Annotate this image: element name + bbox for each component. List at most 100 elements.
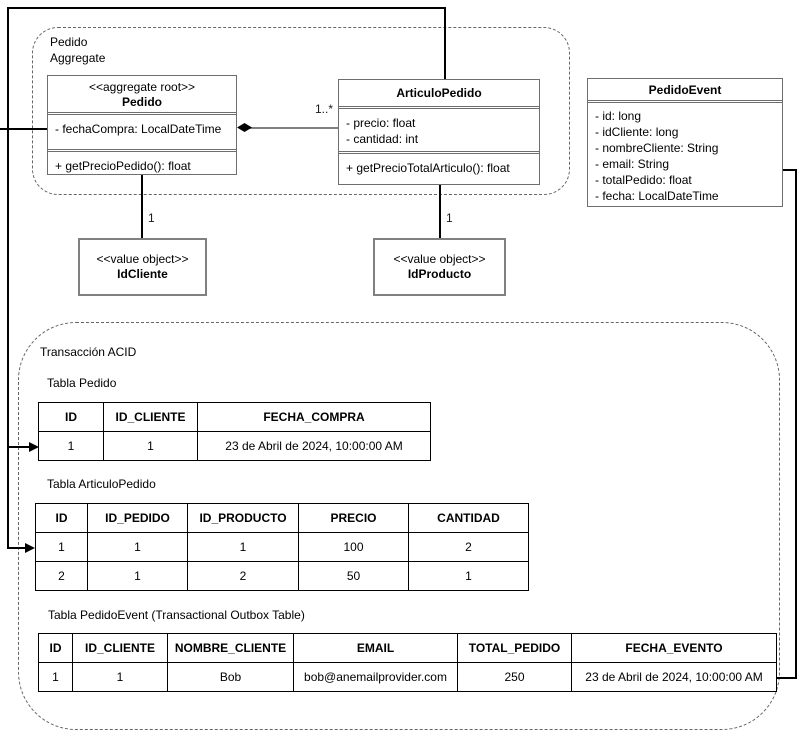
arrowhead-to-tabla-articulo-icon [25,543,35,553]
class-articulopedido-methods: + getPrecioTotalArticulo(): float [339,154,539,176]
divider [48,112,236,115]
class-pedido: <<aggregate root>> Pedido - fechaCompra:… [47,75,237,175]
cell: 23 de Abril de 2024, 10:00:00 AM [197,431,431,461]
cell: bob@anemailprovider.com [293,662,458,692]
composition-line [248,127,338,129]
valueobject-idcliente-name: IdCliente [117,267,168,281]
connector-to-tabla-pedido-segment [8,446,31,448]
cell: 1 [87,532,188,562]
attribute: - idCliente: long [595,125,679,139]
tabla-articulopedido-title: Tabla ArticuloPedido [47,477,156,491]
column-header: NOMBRE_CLIENTE [167,633,294,663]
cell: 2 [408,532,529,562]
class-articulopedido-attributes: - precio: float - cantidad: int [339,109,539,149]
composition-diamond-icon [237,123,252,132]
table-row: 1 1 1 100 2 [35,532,529,562]
table-header-row: ID ID_CLIENTE FECHA_COMPRA [38,402,431,432]
table-header-row: ID ID_PEDIDO ID_PRODUCTO PRECIO CANTIDAD [35,503,529,533]
tabla-pedidoevent: ID ID_CLIENTE NOMBRE_CLIENTE EMAIL TOTAL… [38,633,777,692]
pedidoevent-out-segment [783,169,797,171]
class-pedido-attributes: - fechaCompra: LocalDateTime [48,115,236,147]
connector-to-tabla-articulo-segment [8,547,26,549]
column-header: ID [35,503,88,533]
method: + getPrecioPedido(): float [55,159,191,173]
attribute: - email: String [595,157,670,171]
connector-left-vertical-segment [7,7,9,549]
class-pedido-name: Pedido [121,95,162,109]
pedido-aggregate-label-line1: Pedido [50,35,88,49]
column-header: FECHA_COMPRA [197,402,431,432]
attribute: - nombreCliente: String [595,141,719,155]
pedido-aggregate-boundary [32,27,570,195]
tabla-pedido: ID ID_CLIENTE FECHA_COMPRA 1 1 23 de Abr… [38,402,431,461]
divider [588,100,782,103]
cell: 250 [457,662,572,692]
class-pedidoevent-name: PedidoEvent [648,83,722,97]
cell: 1 [38,662,73,692]
cell: 1 [72,662,168,692]
multiplicity-idcliente: 1 [148,211,155,225]
method: + getPrecioTotalArticulo(): float [346,161,510,175]
class-articulopedido: ArticuloPedido - precio: float - cantida… [338,79,540,185]
cell: 1 [103,431,198,461]
column-header: PRECIO [298,503,409,533]
column-header: ID_CLIENTE [72,633,168,663]
column-header: ID_CLIENTE [103,402,198,432]
column-header: ID [38,633,73,663]
cell: Bob [167,662,294,692]
class-pedidoevent-header: PedidoEvent [588,79,782,98]
cell: 23 de Abril de 2024, 10:00:00 AM [571,662,777,692]
tabla-articulopedido: ID ID_PEDIDO ID_PRODUCTO PRECIO CANTIDAD… [35,503,529,591]
valueobject-idproducto-name: IdProducto [407,267,472,281]
column-header: TOTAL_PEDIDO [457,633,572,663]
class-pedido-header: <<aggregate root>> Pedido [48,76,236,110]
divider [48,149,236,152]
pedido-aggregate-label-line2: Aggregate [50,51,106,65]
tabla-pedido-title: Tabla Pedido [47,376,117,390]
cell: 1 [87,561,188,591]
class-pedido-methods: + getPrecioPedido(): float [48,152,236,174]
class-pedido-stereotype: <<aggregate root>> [88,80,196,94]
column-header: CANTIDAD [408,503,529,533]
cell: 2 [187,561,299,591]
pedido-idcliente-line [141,174,143,238]
valueobject-idcliente-stereotype: <<value object>> [96,252,189,266]
column-header: ID_PRODUCTO [187,503,299,533]
multiplicity-idproducto: 1 [446,211,453,225]
valueobject-idproducto: <<value object>> IdProducto [373,238,506,296]
column-header: ID [38,402,104,432]
class-articulopedido-name: ArticuloPedido [396,86,482,100]
valueobject-idcliente: <<value object>> IdCliente [78,238,207,296]
attribute: - id: long [595,109,642,123]
table-header-row: ID ID_CLIENTE NOMBRE_CLIENTE EMAIL TOTAL… [38,633,777,663]
multiplicity-one-to-many: 1..* [314,102,333,116]
class-articulopedido-header: ArticuloPedido [339,80,539,101]
acid-transaction-label: Transacción ACID [40,345,137,359]
valueobject-idproducto-stereotype: <<value object>> [393,252,486,266]
acid-transaction-boundary [18,322,780,730]
pedido-aggregate-label: Pedido Aggregate [50,34,105,66]
class-pedidoevent-attributes: - id: long - idCliente: long - nombreCli… [588,103,782,204]
cell: 2 [35,561,88,591]
column-header: FECHA_EVENTO [571,633,777,663]
cell: 50 [298,561,409,591]
attribute: - cantidad: int [346,132,419,146]
table-row: 2 1 2 50 1 [35,561,529,591]
connector-top-horizontal-segment [8,7,446,9]
cell: 1 [38,431,104,461]
cell: 100 [298,532,409,562]
connector-articulo-top-segment [444,8,446,80]
divider [339,151,539,154]
class-pedidoevent: PedidoEvent - id: long - idCliente: long… [587,78,783,207]
column-header: EMAIL [293,633,458,663]
attribute: - precio: float [346,116,416,130]
cell: 1 [35,532,88,562]
attribute: - totalPedido: float [595,173,692,187]
attribute: - fechaCompra: LocalDateTime [55,122,222,136]
articulo-idproducto-line [439,184,441,238]
divider [339,106,539,109]
cell: 1 [187,532,299,562]
attribute: - fecha: LocalDateTime [595,189,719,203]
column-header: ID_PEDIDO [87,503,188,533]
pedidoevent-vertical-segment [795,169,797,679]
